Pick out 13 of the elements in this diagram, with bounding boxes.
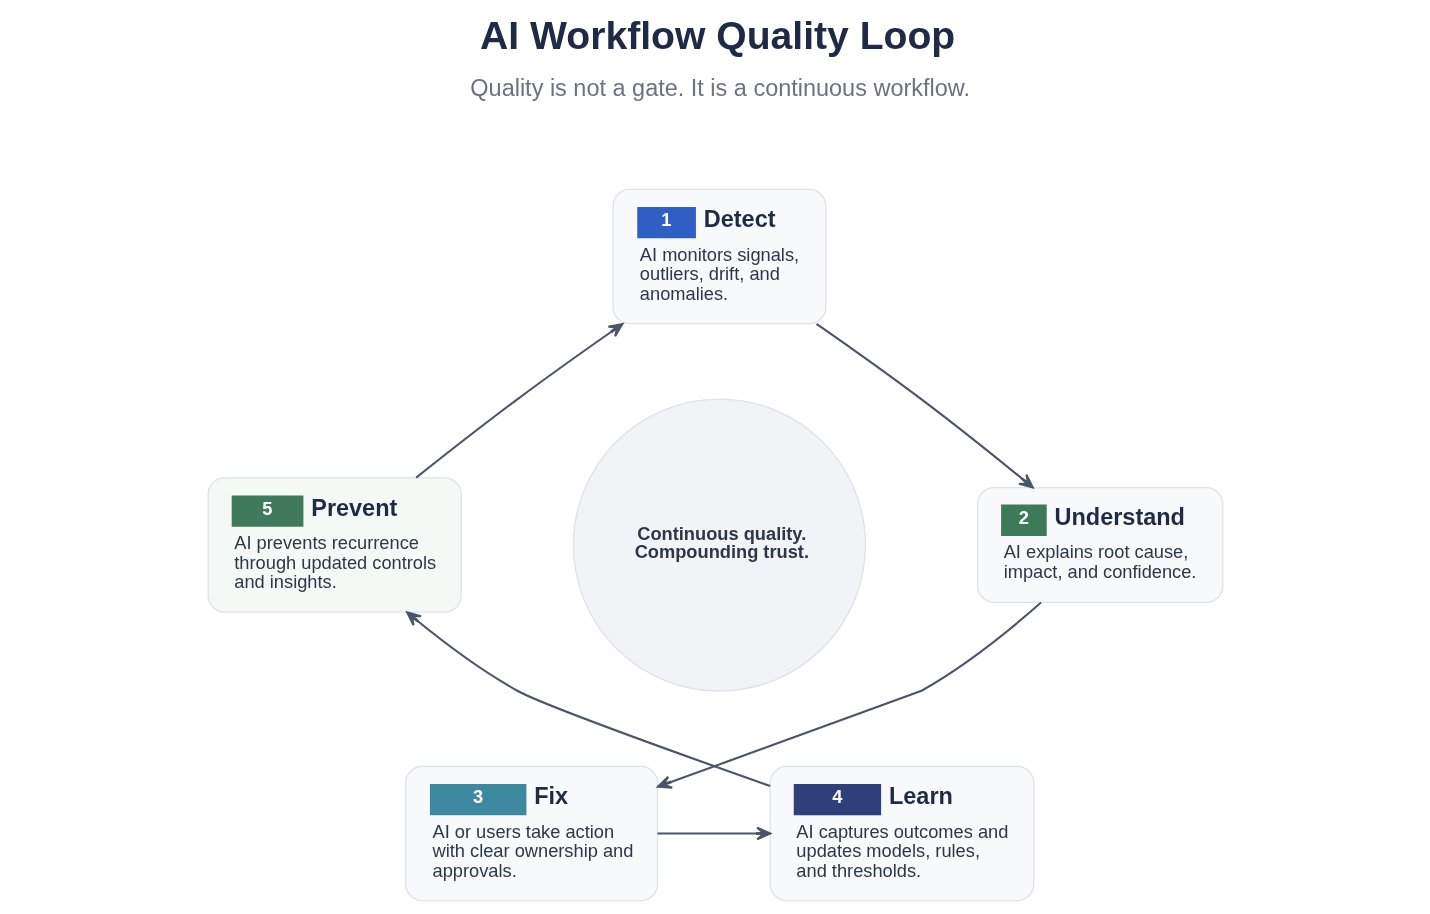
node-box: 4 Learn AI captures outcomes and updates models, rules, and thresholds. [769, 765, 1034, 902]
node-box: 1 Detect AI monitors signals, outliers, drift, and anomalies. [612, 188, 826, 325]
node-box: 2 Understand AI explains root cause, impact, and confidence. [976, 487, 1223, 604]
arrow [657, 826, 771, 841]
node-circle: Continuous quality. Compounding trust. [572, 398, 866, 692]
arrow [815, 322, 1034, 489]
diagram-title: AI Workflow Quality Loop [479, 13, 955, 57]
arrow [415, 322, 623, 479]
arrow [405, 611, 771, 788]
label: Quality is not a gate. It is a continuous workflow. [469, 75, 970, 101]
node-box: 5 Prevent AI prevents recurrence through updated controls and insights. [207, 477, 462, 613]
arrow [656, 601, 1042, 789]
node-box: 3 Fix AI or users take action with clear ownership and approvals. [404, 765, 658, 902]
